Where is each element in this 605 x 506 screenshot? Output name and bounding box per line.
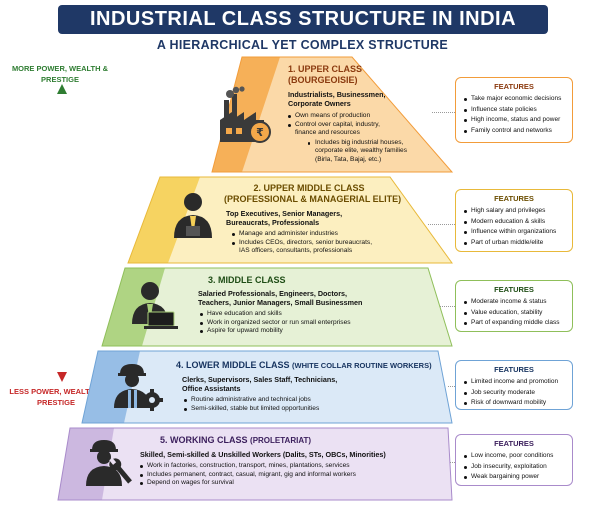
- list-item: Control over capital, industry,finance a…: [288, 121, 380, 138]
- list-item: Work in factories, construction, transpo…: [140, 462, 356, 471]
- tier-1-title: 1. UPPER CLASS (BOURGEOISIE): [288, 64, 363, 85]
- features-box-upper-class: FEATURES Take major economic decisions I…: [455, 77, 573, 143]
- tier-5-description: Skilled, Semi-skilled & Unskilled Worker…: [140, 450, 386, 459]
- list-item: Value education, stability: [464, 308, 572, 319]
- list-item: Modern education & skills: [464, 217, 572, 228]
- features-title: FEATURES: [494, 82, 534, 91]
- page-title: INDUSTRIAL CLASS STRUCTURE IN INDIA: [89, 8, 517, 30]
- list-item: Semi-skilled, stable but limited opportu…: [184, 405, 319, 414]
- tier-5-points: Work in factories, construction, transpo…: [140, 462, 356, 488]
- list-item: Includes big industrial houses,: [308, 139, 407, 147]
- connector-3: [440, 306, 455, 307]
- list-item: Take major economic decisions: [464, 94, 572, 105]
- connector-5: [450, 462, 455, 463]
- list-item: Influence within organizations: [464, 227, 572, 238]
- connector-1: [432, 112, 455, 113]
- list-item: Job security moderate: [464, 388, 572, 399]
- technician-gear-icon: [114, 364, 163, 411]
- list-item: Influence state policies: [464, 105, 572, 116]
- tier-2-description: Top Executives, Senior Managers, Bureauc…: [226, 209, 343, 227]
- list-item: corporate elite, wealthy families: [315, 147, 407, 155]
- features-title: FEATURES: [494, 285, 534, 294]
- tier-1-description: Industrialists, Businessmen, Corporate O…: [288, 90, 386, 108]
- list-item: Routine administrative and technical job…: [184, 396, 319, 405]
- power-gradient-arrow: [57, 84, 67, 382]
- list-item: Own means of production: [288, 112, 380, 121]
- features-title: FEATURES: [494, 439, 534, 448]
- list-item: Part of urban middle/elite: [464, 238, 572, 249]
- connector-2: [428, 224, 455, 225]
- list-item: (Birla, Tata, Bajaj, etc.): [315, 155, 382, 163]
- list-item: Includes CEOs, directors, senior bureauc…: [232, 239, 372, 256]
- list-item: Work in organized sector or run small en…: [200, 319, 351, 328]
- list-item: Risk of downward mobility: [464, 398, 572, 409]
- connector-4: [448, 386, 455, 387]
- tier-3-points: Have education and skills Work in organi…: [200, 310, 351, 336]
- features-box-upper-middle-class: FEATURES High salary and privileges Mode…: [455, 189, 573, 252]
- features-title: FEATURES: [494, 194, 534, 203]
- list-item: Weak bargaining power: [464, 472, 572, 483]
- tier-4-description: Clerks, Supervisors, Sales Staff, Techni…: [182, 375, 338, 393]
- tier-2-title: 2. UPPER MIDDLE CLASS (PROFESSIONAL & MA…: [224, 183, 402, 204]
- list-item: Depend on wages for survival: [140, 479, 356, 488]
- list-item: Family control and networks: [464, 126, 572, 137]
- tier-3-title: 3. MIDDLE CLASS: [208, 275, 286, 285]
- features-box-middle-class: FEATURES Moderate income & status Value …: [455, 280, 573, 332]
- svg-text:₹: ₹: [256, 126, 264, 139]
- factory-icon: ₹: [220, 86, 271, 143]
- axis-top-label: MORE POWER, WEALTH & PRESTIGE: [11, 64, 109, 84]
- list-item: Low income, poor conditions: [464, 451, 572, 462]
- title-banner: INDUSTRIAL CLASS STRUCTURE IN INDIA: [58, 5, 548, 34]
- executive-icon: [174, 193, 212, 238]
- list-item: Aspire for upward mobility: [200, 327, 351, 336]
- list-item: Moderate income & status: [464, 297, 572, 308]
- tier-2-points: Manage and administer industries Include…: [232, 230, 372, 256]
- features-box-working-class: FEATURES Low income, poor conditions Job…: [455, 434, 573, 486]
- laptop-worker-icon: [132, 282, 178, 329]
- tier-3-description: Salaried Professionals, Engineers, Docto…: [198, 289, 363, 307]
- list-item: Part of expanding middle class: [464, 318, 572, 329]
- list-item: Job insecurity, exploitation: [464, 462, 572, 473]
- tier-4-title: 4. LOWER MIDDLE CLASS (WHITE COLLAR ROUT…: [176, 360, 432, 370]
- tier-1-subpoints: Includes big industrial houses, corporat…: [308, 139, 407, 164]
- list-item: Includes permanent, contract, casual, mi…: [140, 471, 356, 480]
- list-item: High income, status and power: [464, 115, 572, 126]
- worker-wrench-icon: [86, 440, 132, 486]
- axis-bottom-label: LESS POWER, WEALTH & PRESTIGE: [9, 387, 103, 407]
- list-item: Have education and skills: [200, 310, 351, 319]
- page-subtitle: A HIERARCHICAL YET COMPLEX STRUCTURE: [156, 38, 449, 52]
- tier-5-title: 5. WORKING CLASS (PROLETARIAT): [160, 435, 312, 445]
- tier-4-points: Routine administrative and technical job…: [184, 396, 319, 413]
- list-item: High salary and privileges: [464, 206, 572, 217]
- list-item: Manage and administer industries: [232, 230, 372, 239]
- features-title: FEATURES: [494, 365, 534, 374]
- features-box-lower-middle-class: FEATURES Limited income and promotion Jo…: [455, 360, 573, 410]
- tier-1-points: Own means of production Control over cap…: [288, 112, 380, 138]
- list-item: Limited income and promotion: [464, 377, 572, 388]
